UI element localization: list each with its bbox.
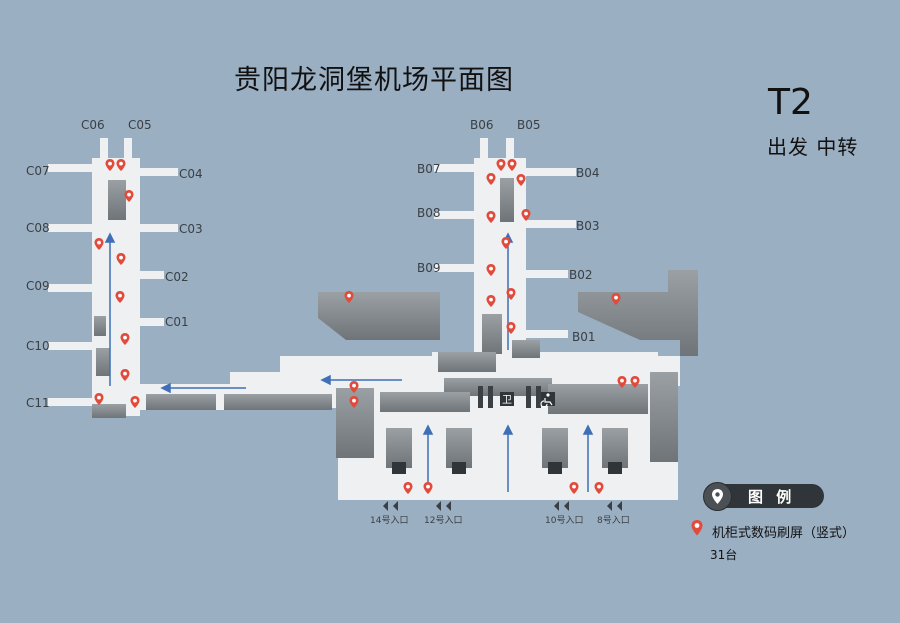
map-pin-icon [124, 190, 134, 202]
map-pin-icon [130, 396, 140, 408]
page-title: 贵阳龙洞堡机场平面图 [234, 65, 514, 96]
map-pin-icon [105, 159, 115, 171]
map-pin-icon [116, 159, 126, 171]
gate-label: B06 [470, 118, 494, 132]
map-pin-icon [486, 295, 496, 307]
entrance-label: 8号入口 [597, 515, 630, 526]
map-pin-icon [403, 482, 413, 494]
flow-arrow-icon [104, 232, 594, 492]
map-pin-icon [349, 396, 359, 408]
gate-label: C06 [81, 118, 105, 132]
screen-markers [94, 159, 640, 494]
map-pin-icon [507, 159, 517, 171]
entrance-label: 12号入口 [424, 515, 462, 526]
entrance-label: 10号入口 [545, 515, 583, 526]
map-pin-icon [506, 322, 516, 334]
buildings [92, 178, 698, 468]
accessible-icon [540, 392, 555, 408]
legend-item-label: 机柜式数码刷屏（竖式） [712, 526, 856, 541]
map-pin-icon [569, 482, 579, 494]
gate-label: C10 [26, 339, 50, 353]
restroom-icon: 卫 [500, 392, 514, 406]
gate-label: C09 [26, 279, 50, 293]
map-pin-icon [486, 211, 496, 223]
map-pin-icon [594, 482, 604, 494]
b-concourse [434, 138, 576, 368]
gate-labels: C06 C05 C07 C04 C08 C03 C09 C02 C01 C10 … [26, 118, 600, 410]
gate-label: C03 [179, 222, 203, 236]
map-pin-icon [94, 238, 104, 250]
gate-label: B08 [417, 206, 441, 220]
map-pin-icon [344, 291, 354, 303]
taxi-icon [548, 462, 562, 474]
map-pin-icon [423, 482, 433, 494]
map-pin-icon [94, 393, 104, 405]
map-pin-icon [496, 159, 506, 171]
gate-label: C07 [26, 164, 50, 178]
gate-label: C05 [128, 118, 152, 132]
map-pin-icon [516, 174, 526, 186]
entrance-labels: 14号入口 12号入口 10号入口 8号入口 [370, 515, 630, 526]
gate-label: C08 [26, 221, 50, 235]
gate-label: B02 [569, 268, 593, 282]
terminal-subtitle: 出发 中转 [767, 135, 859, 159]
map-pin-icon [501, 237, 511, 249]
gate-label: B07 [417, 162, 441, 176]
taxi-icons [392, 462, 622, 474]
gate-label: C11 [26, 396, 50, 410]
map-pin-icon [120, 369, 130, 381]
gate-label: C02 [165, 270, 189, 284]
map-pin-icon [115, 291, 125, 303]
gate-label: B09 [417, 261, 441, 275]
gate-label: B01 [572, 330, 596, 344]
legend-item-count: 31台 [710, 548, 738, 562]
map-pin-icon [691, 520, 703, 536]
map-pin-icon [486, 264, 496, 276]
gate-label: C04 [179, 167, 203, 181]
terminal-code: T2 [768, 82, 813, 123]
svg-text:卫: 卫 [502, 395, 512, 406]
taxi-icon [392, 462, 406, 474]
gate-label: B04 [576, 166, 600, 180]
map-pin-icon [617, 376, 627, 388]
map-pin-icon [506, 288, 516, 300]
map-pin-icon [349, 381, 359, 393]
map-pin-icon [486, 173, 496, 185]
map-pin-icon [116, 253, 126, 265]
escalator-bands [478, 386, 541, 408]
entrance-label: 14号入口 [370, 515, 408, 526]
location-pin-icon [703, 482, 732, 511]
map-pin-icon [611, 293, 621, 305]
taxi-icon [452, 462, 466, 474]
gate-label: C01 [165, 315, 189, 329]
gate-label: B05 [517, 118, 541, 132]
map-pin-icon [120, 333, 130, 345]
map-pin-icon [521, 209, 531, 221]
legend-title: 图 例 [748, 488, 796, 506]
entrance-markers [383, 501, 622, 511]
gate-label: B03 [576, 219, 600, 233]
map-pin-icon [630, 376, 640, 388]
taxi-icon [608, 462, 622, 474]
